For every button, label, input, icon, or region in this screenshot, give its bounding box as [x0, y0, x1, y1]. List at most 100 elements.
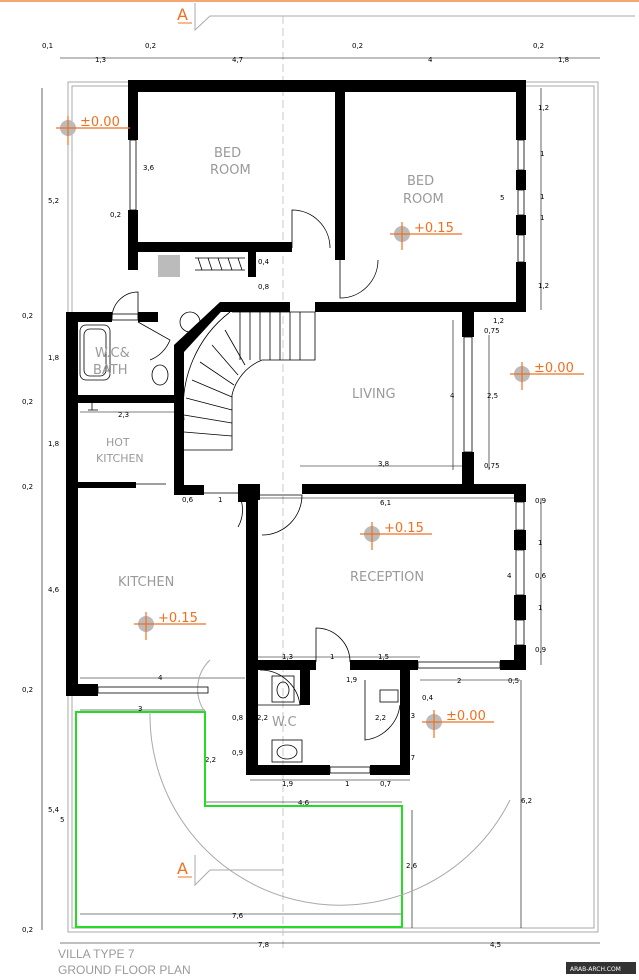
level-marker-c: ±0.00 [510, 361, 584, 390]
staircase [182, 311, 316, 451]
svg-text:0,9: 0,9 [232, 749, 243, 757]
svg-text:0,8: 0,8 [258, 283, 269, 291]
svg-text:1,8: 1,8 [558, 56, 569, 64]
room-label-kitchen: KITCHEN [118, 575, 174, 590]
svg-text:5: 5 [60, 816, 64, 824]
svg-text:0,1: 0,1 [42, 42, 53, 50]
svg-text:7,8: 7,8 [258, 941, 269, 949]
section-marker-bottom: A [177, 855, 283, 887]
svg-text:1: 1 [540, 193, 544, 201]
svg-text:5,4: 5,4 [48, 806, 60, 814]
svg-text:0,2: 0,2 [533, 42, 544, 50]
svg-text:0,6: 0,6 [182, 496, 194, 504]
svg-text:5: 5 [500, 194, 504, 202]
svg-text:1: 1 [540, 214, 544, 222]
svg-text:4,6: 4,6 [298, 799, 310, 807]
svg-text:0,6: 0,6 [535, 572, 547, 580]
room-label-hotkitchen-line1: HOT [106, 436, 130, 449]
svg-text:1: 1 [345, 780, 349, 788]
svg-text:1,8: 1,8 [48, 440, 59, 448]
room-label-reception: RECEPTION [350, 570, 424, 585]
svg-text:4: 4 [450, 392, 455, 400]
svg-text:0,2: 0,2 [22, 312, 33, 320]
svg-text:6,2: 6,2 [521, 797, 532, 805]
watermark-logo: ARAB-ARCH.COM [566, 962, 636, 974]
doors [111, 209, 401, 741]
svg-text:+0.15: +0.15 [384, 521, 424, 536]
svg-text:1: 1 [218, 496, 222, 504]
svg-text:1: 1 [330, 653, 334, 661]
svg-text:0,9: 0,9 [535, 646, 546, 654]
room-label-bed2-line1: BED [407, 174, 434, 189]
svg-text:+0.15: +0.15 [414, 221, 454, 236]
level-marker-f: ±0.00 [422, 709, 494, 738]
dimension-lines [41, 57, 600, 944]
svg-text:1: 1 [540, 150, 544, 158]
svg-text:±0.00: ±0.00 [80, 115, 120, 130]
svg-text:3,8: 3,8 [378, 460, 389, 468]
svg-text:0,8: 0,8 [232, 714, 243, 722]
svg-text:3: 3 [138, 705, 142, 713]
svg-text:2,5: 2,5 [487, 392, 498, 400]
svg-text:0,9: 0,9 [535, 497, 546, 505]
room-label-wc: W.C [272, 715, 297, 730]
room-label-wcbath-line2: BATH [93, 363, 128, 378]
room-label-hotkitchen-line2: KITCHEN [96, 452, 144, 465]
svg-text:+0.15: +0.15 [158, 611, 198, 626]
level-marker-b: +0.15 [390, 221, 462, 250]
svg-text:1,8: 1,8 [48, 354, 59, 362]
svg-text:4,7: 4,7 [232, 56, 243, 64]
plan-title-line1: VILLA TYPE 7 [58, 947, 135, 961]
svg-text:1,3: 1,3 [282, 653, 293, 661]
svg-text:0,2: 0,2 [22, 398, 33, 406]
level-marker-e: +0.15 [134, 611, 206, 640]
svg-text:0,75: 0,75 [484, 462, 500, 470]
svg-text:2,6: 2,6 [406, 862, 418, 870]
svg-text:1: 1 [538, 539, 542, 547]
svg-text:7,6: 7,6 [232, 912, 244, 920]
svg-text:3,6: 3,6 [143, 164, 155, 172]
svg-text:ARAB-ARCH.COM: ARAB-ARCH.COM [570, 966, 621, 973]
svg-text:A: A [177, 859, 188, 878]
svg-text:2,3: 2,3 [118, 411, 129, 419]
svg-text:±0.00: ±0.00 [534, 361, 574, 376]
svg-text:1: 1 [538, 604, 542, 612]
walls [66, 80, 526, 775]
svg-text:0,2: 0,2 [22, 926, 33, 934]
svg-text:2,2: 2,2 [205, 756, 216, 764]
room-label-bed2-line2: ROOM [403, 192, 444, 207]
svg-text:0,75: 0,75 [484, 327, 500, 335]
svg-text:2,2: 2,2 [257, 714, 268, 722]
svg-text:0,2: 0,2 [22, 483, 33, 491]
svg-text:1,9: 1,9 [282, 780, 293, 788]
svg-text:1,9: 1,9 [346, 676, 357, 684]
svg-text:1,2: 1,2 [493, 317, 504, 325]
section-marker-top: A [177, 3, 635, 950]
svg-text:4,6: 4,6 [48, 586, 60, 594]
svg-text:0,2: 0,2 [352, 42, 363, 50]
svg-text:1,5: 1,5 [378, 653, 389, 661]
svg-text:1,2: 1,2 [538, 282, 549, 290]
svg-text:4: 4 [158, 674, 163, 682]
svg-text:0,2: 0,2 [22, 686, 33, 694]
svg-text:1,2: 1,2 [538, 104, 549, 112]
svg-text:2: 2 [457, 677, 461, 685]
svg-text:0,5: 0,5 [508, 677, 519, 685]
room-label-bed1-line1: BED [214, 146, 241, 161]
svg-text:±0.00: ±0.00 [446, 709, 486, 724]
svg-text:A: A [177, 5, 188, 24]
room-label-bed1-line2: ROOM [210, 163, 251, 178]
svg-text:2,2: 2,2 [375, 714, 386, 722]
svg-text:6,1: 6,1 [380, 499, 391, 507]
svg-text:0,4: 0,4 [258, 258, 270, 266]
terrace-outline [75, 711, 403, 928]
level-marker-d: +0.15 [360, 521, 432, 550]
svg-text:1,3: 1,3 [95, 56, 106, 64]
svg-text:5,2: 5,2 [48, 197, 59, 205]
room-label-wcbath-line1: W.C& [95, 346, 130, 361]
svg-text:0,4: 0,4 [422, 694, 434, 702]
fixtures [79, 255, 399, 763]
room-label-living: LIVING [352, 387, 396, 402]
svg-text:4: 4 [507, 572, 512, 580]
